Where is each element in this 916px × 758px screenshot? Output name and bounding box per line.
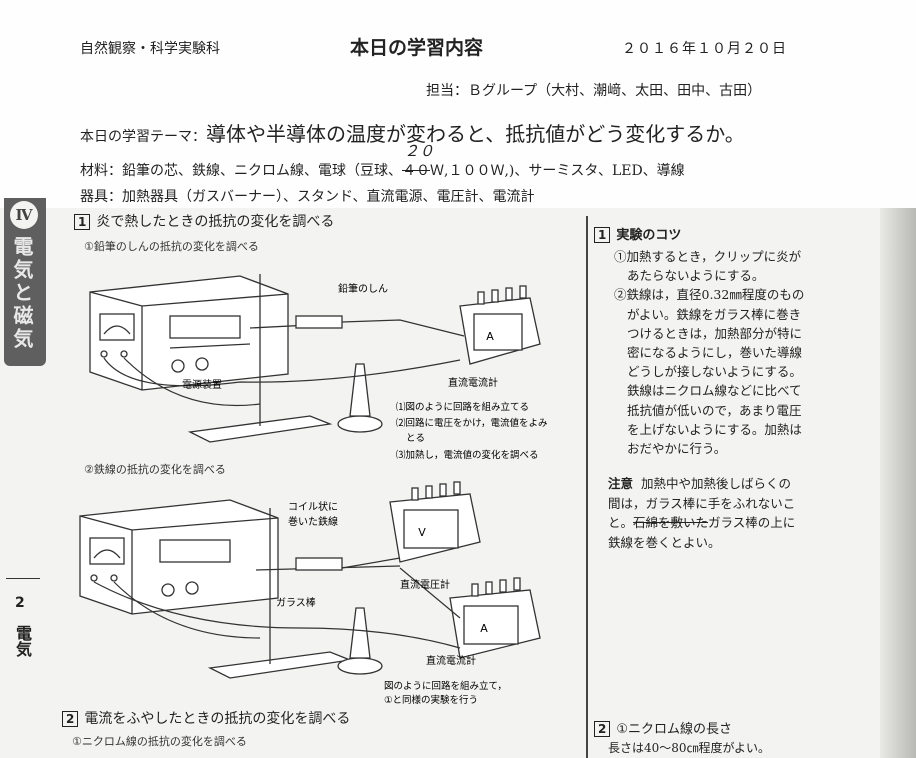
tips-title: 実験のコツ	[616, 228, 682, 243]
label-power-supply-1: 電源装置	[182, 378, 222, 391]
caution-label: 注意	[608, 476, 634, 491]
voltmeter-letter: V	[418, 526, 426, 539]
equipment-line: 器具：加熱器具（ガスバーナー）、スタンド、直流電源、電圧計、電流計	[80, 189, 535, 205]
ammeter-1-letter: A	[486, 330, 494, 343]
label-glass-rod: ガラス棒	[276, 596, 316, 609]
chapter-number-badge: Ⅳ	[10, 201, 38, 229]
section2-number: 2	[62, 711, 79, 727]
stand-1	[187, 274, 343, 443]
caution-end: ガラス棒の上に	[708, 515, 796, 530]
figure-iron-wire-circuit: V A コイル状に 巻いた鉄線 ガラス棒 直流電圧計 直流電流計 図のように回路…	[79, 481, 541, 704]
tip-line: おだやかに行う。	[627, 441, 727, 457]
tip-line: 抵抗値が低いので，あまり電圧	[627, 402, 802, 418]
tips2-number: 2	[594, 721, 611, 737]
caution-line: 間は，ガラス棒に手をふれないこ	[608, 495, 796, 511]
ammeter-2-letter: A	[480, 622, 488, 635]
tip-line: 鉄線はニクロム線などに比べて	[627, 383, 802, 399]
date-label: ２０１６年１０月２０日	[622, 41, 787, 57]
section2-sub1: ①ニクロム線の抵抗の変化を調べる	[72, 735, 247, 748]
label-coil-2: 巻いた鉄線	[288, 515, 338, 528]
section2-title: 電流をふやしたときの抵抗の変化を調べる	[84, 711, 351, 727]
handout-header	[0, 0, 916, 208]
tips2-heading: 2 ①ニクロム線の長さ	[594, 718, 732, 737]
tip-line: がよい。鉄線をガラス棒に巻き	[627, 306, 802, 322]
staff-label: 担当：Ｂグループ（大村、潮﨑、太田、田中、古田）	[426, 83, 762, 99]
theme-line: 本日の学習テーマ：導体や半導体の温度が変わると、抵抗値がどう変化するか。	[80, 118, 745, 147]
tips2-line: 長さは40～80㎝程度がよい。	[608, 741, 770, 755]
fig1-step-1: ⑴図のように回路を組み立てる	[396, 401, 529, 413]
ammeter-1	[459, 285, 541, 365]
label-coil-1: コイル状に	[288, 500, 338, 513]
section1-heading: 1 炎で熱したときの抵抗の変化を調べる	[74, 211, 334, 231]
fig1-step-2b: とる	[406, 433, 425, 444]
tip-line: を上げないようにする。加熱は	[627, 421, 802, 437]
ammeter-2	[449, 577, 541, 659]
power-supply-2	[79, 499, 279, 615]
theme-label: 本日の学習テーマ：	[80, 129, 206, 145]
tips-number: 1	[594, 227, 611, 243]
burner-2	[337, 607, 383, 675]
label-voltmeter: 直流電圧計	[400, 578, 450, 591]
tip-line: つけるときは，加熱部分が特に	[627, 325, 803, 341]
subject-label: 自然観察・科学実験科	[80, 41, 220, 57]
chapter-title-vertical: 電気と磁気	[10, 236, 34, 351]
tips2-title: ①ニクロム線の長さ	[616, 722, 733, 737]
caution-struck: 石綿を敷いた	[633, 515, 709, 530]
section1-sub1: ①鉛筆のしんの抵抗の変化を調べる	[84, 240, 259, 253]
section1-sub2: ②鉄線の抵抗の変化を調べる	[84, 463, 226, 476]
wires-1	[103, 319, 465, 407]
section1-number: 1	[74, 214, 91, 230]
section-label-vertical: 電気	[13, 625, 32, 657]
voltmeter-2	[389, 481, 481, 563]
section2-heading: 2 電流をふやしたときの抵抗の変化を調べる	[62, 708, 350, 728]
power-supply	[89, 275, 289, 391]
theme-text: 導体や半導体の温度が変わると、抵抗値がどう変化するか。	[206, 122, 745, 146]
figure-pencil-lead-circuit: A 鉛筆のしん 電源装置 直流電流計 ⑴図のように回路を組み立てる ⑵回路に電圧…	[89, 274, 548, 461]
tip-line: ②鉄線は，直径0.32㎜程度のもの	[614, 287, 805, 303]
wires-2	[93, 557, 461, 649]
materials-prefix: 材料：鉛筆の芯、鉄線、ニクロム線、電球（豆球、	[80, 163, 402, 179]
tip-line: ①加熱するとき，クリップに炎が	[614, 249, 802, 264]
tip-line: どうしが接しないようにする。	[627, 364, 802, 380]
tip-line: あたらないようにする。	[627, 268, 765, 284]
page-edge-shadow	[880, 208, 916, 758]
struck-wattage: ４０	[402, 163, 430, 179]
handwritten-wattage: ２０	[404, 142, 435, 160]
label-ammeter-1: 直流電流計	[448, 376, 498, 389]
fig1-step-3: ⑶加熱し，電流値の変化を調べる	[396, 449, 539, 461]
tips-heading: 1 実験のコツ	[594, 224, 681, 243]
label-pencil-lead: 鉛筆のしん	[338, 282, 388, 295]
side-divider	[6, 578, 40, 579]
caution-line: 加熱中や加熱後しばらくの	[641, 476, 792, 491]
materials-suffix: Ｗ,１００Ｗ,)、サーミスタ、LED、導線	[430, 163, 685, 179]
tip-line: 密になるようにし，巻いた導線	[627, 345, 803, 361]
caution-line: と。	[608, 515, 634, 530]
tips-body: ①加熱するとき，クリップに炎が あたらないようにする。 ②鉄線は，直径0.32㎜…	[614, 247, 804, 458]
page-title: 本日の学習内容	[350, 37, 484, 59]
fig2-note-1: 図のように回路を組み立て，	[384, 680, 507, 692]
caution-last: 鉄線を巻くとよい。	[608, 534, 721, 550]
label-ammeter-2: 直流電流計	[426, 654, 476, 667]
page-number: 2	[15, 595, 25, 611]
section1-title: 炎で熱したときの抵抗の変化を調べる	[96, 214, 335, 230]
caution-block: 注意加熱中や加熱後しばらくの 間は，ガラス棒に手をふれないこ と。石綿を敷いたガ…	[608, 474, 795, 552]
fig2-note-2: ①と同様の実験を行う	[384, 694, 478, 704]
column-divider	[586, 216, 588, 758]
fig1-step-2: ⑵回路に電圧をかけ，電流値をよみ	[396, 417, 548, 429]
